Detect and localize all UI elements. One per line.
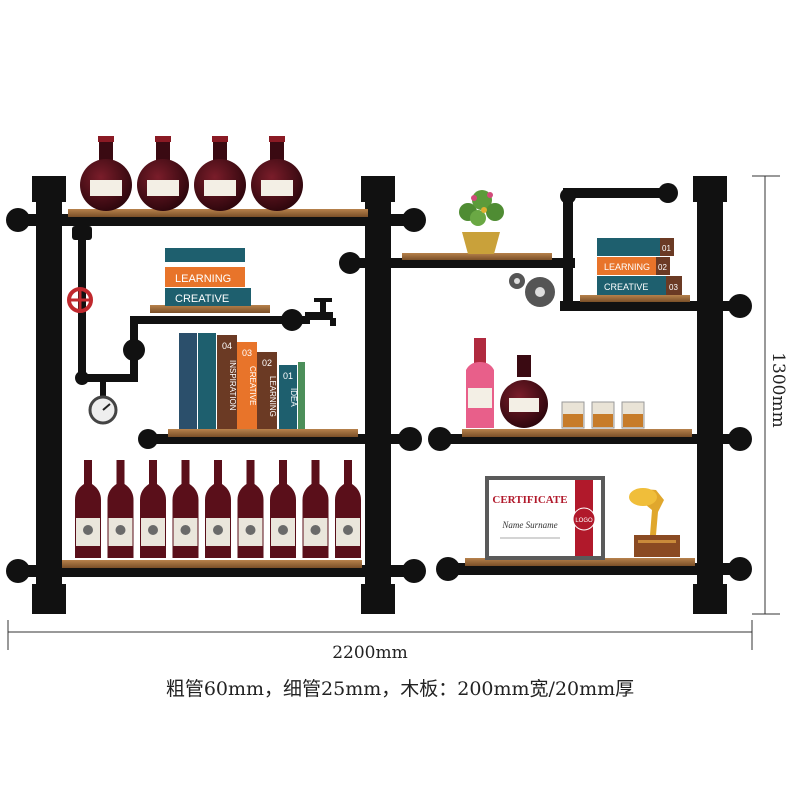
shelf-top-left [68, 209, 368, 217]
wine-bottle [205, 460, 231, 558]
whisky-glass [561, 401, 585, 429]
book-learning-upright [257, 352, 277, 429]
book-learning [165, 267, 245, 287]
round-bottles [80, 136, 303, 211]
shelf-certificate [465, 558, 695, 566]
book-row-mid: 04 03 02 01 INSPIRATION CREATIVE LEARNIN… [179, 333, 305, 429]
shelf-wine-bottom [62, 560, 362, 568]
width-dimension-label: 2200mm [332, 643, 408, 663]
wine-bottle [302, 460, 329, 558]
book-spine-text: IDEA [289, 388, 298, 407]
certificate-name: Name Surname [501, 520, 557, 530]
wine-bottles [75, 460, 361, 558]
gauge-icon [88, 395, 118, 425]
book-creative [165, 288, 251, 306]
wood-shelves [62, 209, 695, 568]
potted-plant [459, 190, 504, 254]
pipe-frame [6, 176, 752, 614]
shelf-books-mid [168, 429, 358, 437]
dimension-lines [7, 175, 780, 650]
book-number: 04 [222, 341, 232, 351]
book-stack-right: 01 LEARNING 02 CREATIVE 03 [597, 238, 682, 295]
right-post [697, 178, 723, 614]
round-bottle [194, 136, 246, 211]
shelf-plant [402, 253, 552, 260]
height-dimension-label: 1300mm [768, 352, 788, 428]
book-number: 02 [262, 358, 272, 368]
center-post [365, 178, 391, 614]
center-post-foot [361, 584, 395, 614]
wine-bottle [237, 460, 264, 558]
book-number: 03 [669, 283, 678, 292]
book-number: 03 [242, 348, 252, 358]
book-number: 01 [283, 371, 293, 381]
book-spine-text: CREATIVE [248, 366, 257, 405]
wine-bottle [335, 460, 361, 558]
wine-bottle [172, 460, 199, 558]
book-label: LEARNING [604, 262, 650, 272]
book-label: LEARNING [175, 273, 231, 285]
shelf-books-top [150, 305, 270, 313]
round-bottle [80, 136, 132, 211]
left-post-foot [32, 584, 66, 614]
certificate-title: CERTIFICATE [492, 494, 567, 506]
book-label: CREATIVE [604, 282, 648, 292]
book-creative-upright [237, 342, 257, 429]
wine-bottle [75, 460, 101, 558]
wine-bottle [140, 460, 166, 558]
wine-bottle [270, 460, 296, 558]
book-stack-left: LEARNING CREATIVE [165, 248, 251, 306]
wine-bottle [107, 460, 134, 558]
book-spine-text: INSPIRATION [228, 360, 237, 411]
book-inspiration [217, 335, 237, 429]
book-spine-text: LEARNING [268, 376, 277, 417]
specification-text: 粗管60mm，细管25mm，木板：200mm宽/20mm厚 [165, 678, 635, 700]
round-bottle [251, 136, 303, 211]
book-number: 01 [662, 244, 671, 253]
left-post-cap [32, 176, 66, 202]
left-post [36, 178, 62, 614]
bar-items [466, 338, 645, 429]
round-bottle [137, 136, 189, 211]
shelf-books-right [580, 295, 690, 302]
right-post-foot [693, 584, 727, 614]
shelf-bar [462, 429, 692, 437]
gear-icon [509, 273, 555, 307]
whisky-glass [591, 401, 615, 429]
gramophone-icon [629, 488, 680, 557]
book-number: 02 [658, 263, 667, 272]
certificate-seal-text: LOGO [575, 518, 593, 524]
book-label: CREATIVE [175, 293, 229, 305]
certificate: LOGO CERTIFICATE Name Surname [485, 476, 605, 560]
valve-icon [67, 287, 93, 313]
right-post-cap [693, 176, 727, 202]
center-post-cap [361, 176, 395, 202]
book-idea [279, 365, 297, 429]
whisky-glass [621, 401, 645, 429]
